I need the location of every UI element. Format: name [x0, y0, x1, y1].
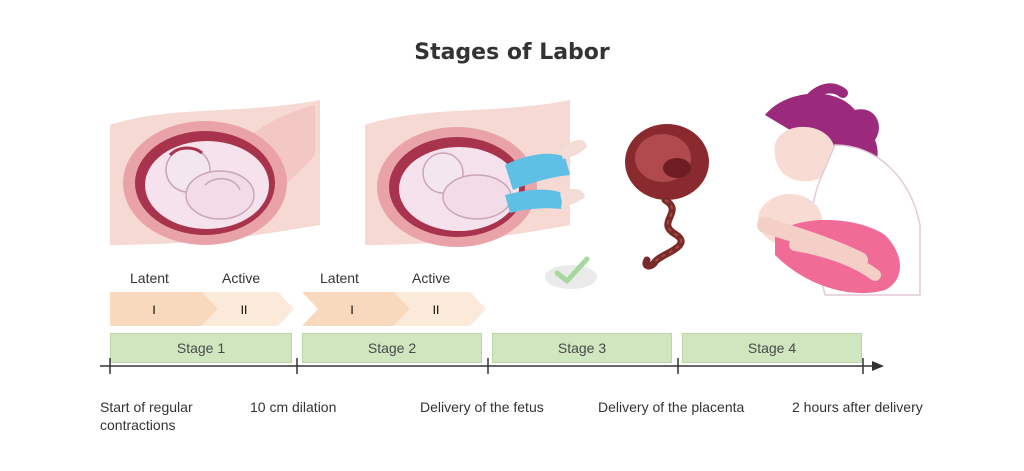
chevron-active-number: II: [433, 303, 440, 317]
stage2-phase-chevrons: I II: [302, 292, 486, 326]
mother-holding-baby-illustration: [757, 83, 921, 296]
stage-2-box: Stage 2: [302, 333, 482, 363]
stage-1-box: Stage 1: [110, 333, 292, 363]
stage1-phase-chevrons: I II: [110, 292, 294, 326]
phase-label-active: Active: [412, 270, 451, 286]
milestone-delivery-fetus: Delivery of the fetus: [420, 399, 544, 415]
chevron-latent-number: I: [350, 303, 353, 317]
stage-3-box: Stage 3: [492, 333, 672, 363]
page-title: Stages of Labor: [414, 40, 610, 65]
stage-4-box: Stage 4: [682, 333, 862, 363]
fetus-in-uterus-illustration: [110, 100, 320, 245]
arrow-right-icon: [872, 361, 884, 371]
phase-label-active: Active: [222, 270, 261, 286]
phase-label-latent: Latent: [130, 270, 169, 286]
chevron-latent-number: I: [152, 303, 155, 317]
timeline-axis: [100, 358, 884, 374]
chevron-latent: [110, 292, 218, 326]
chevron-latent: [302, 292, 410, 326]
placenta-illustration: [625, 124, 709, 270]
crowning-fetus-illustration: [365, 100, 587, 247]
phase-label-latent: Latent: [320, 270, 359, 286]
milestone-2-hours-after: 2 hours after delivery: [792, 399, 923, 415]
milestone-delivery-placenta: Delivery of the placenta: [598, 399, 745, 415]
milestone-10cm-dilation: 10 cm dilation: [250, 399, 337, 415]
milestone-start-contractions: Start of regular contractions: [100, 399, 193, 433]
check-icon: [545, 256, 597, 289]
chevron-active: [202, 292, 294, 326]
chevron-active-number: II: [241, 303, 248, 317]
chevron-active: [394, 292, 486, 326]
